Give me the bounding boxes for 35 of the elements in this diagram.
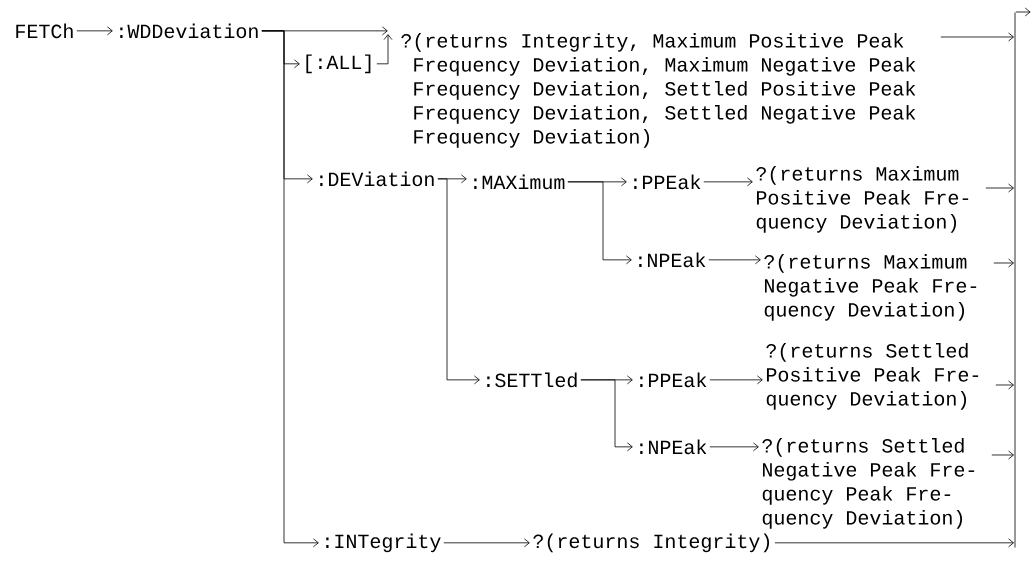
arrow [76, 26, 113, 36]
command-keyword: :NPEak [640, 439, 707, 455]
return-description: ?(returns Settled Negative Peak Fre- quency Peak Fre- quency Deviation) [762, 438, 975, 529]
command-keyword: :PPEak [640, 372, 707, 388]
command-keyword: :INTegrity [326, 533, 441, 553]
command-keyword: :SETTled [487, 372, 577, 388]
arrow [940, 32, 1014, 42]
command-keyword: [:ALL] [306, 54, 371, 74]
arrow [1015, 7, 1031, 17]
command-keyword: :DEViation [320, 171, 434, 187]
arrow [774, 538, 1014, 548]
arrow [437, 178, 480, 385]
return-description: ?(returns Maximum Negative Peak Fre- quency Deviation) [764, 254, 977, 321]
arrow [709, 442, 759, 452]
arrow [376, 34, 393, 65]
arrow [985, 183, 1014, 193]
command-keyword: :WDDeviation [120, 23, 258, 39]
command-keyword: FETCh [16, 23, 73, 39]
command-keyword: :NPEak [639, 252, 706, 268]
arrow [703, 177, 753, 187]
arrow [993, 258, 1014, 268]
arrow [991, 450, 1014, 460]
command-keyword: ?(returns Integrity) [533, 533, 770, 553]
arrow [443, 538, 530, 548]
command-keyword: :MAXimum [474, 174, 565, 190]
arrow [261, 30, 319, 548]
return-description: ?(returns Integrity, Maximum Positive Peak Frequency Deviation, Maximum Negative Peak Frequency Deviation, Settled Positive Peak Frequency Deviation, Settled Negative Peak Frequency Deviation) [401, 33, 916, 148]
return-description: ?(returns Settled Positive Peak Fre- quency Deviation) [766, 343, 979, 410]
arrow [709, 375, 763, 385]
arrow [708, 255, 761, 265]
arrow [580, 379, 633, 452]
return-description: ?(returns Maximum Positive Peak Fre- quency Deviation) [756, 166, 969, 233]
arrow [995, 380, 1014, 390]
command-keyword: :PPEak [634, 174, 701, 190]
arrow [567, 181, 632, 265]
